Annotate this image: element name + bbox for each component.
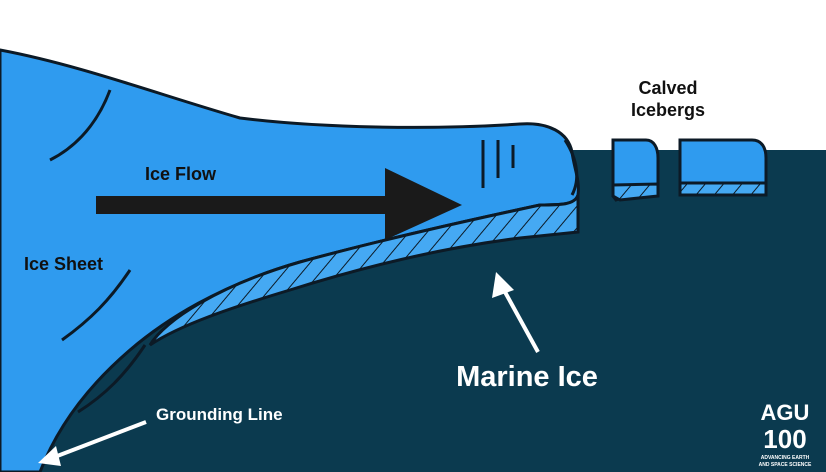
marine-ice-layer (148, 194, 580, 347)
calved-icebergs-label-line1: Calved (638, 78, 697, 98)
calved-icebergs-label-line2: Icebergs (631, 100, 705, 120)
ice-flow-arrow (96, 168, 462, 240)
iceberg-small (611, 138, 660, 202)
logo-tagline-2: AND SPACE SCIENCE (759, 462, 812, 468)
logo-tagline-1: ADVANCING EARTH (761, 455, 810, 461)
logo-agu-text: AGU (761, 400, 810, 425)
grounding-line-label: Grounding Line (156, 405, 283, 424)
ice-sheet-label: Ice Sheet (24, 254, 103, 274)
flow-line (77, 344, 147, 414)
grounding-line-pointer-arrow (38, 420, 147, 466)
flow-line (49, 89, 112, 162)
marine-ice-label: Marine Ice (456, 361, 598, 393)
agu-logo: AGU 100 ADVANCING EARTH AND SPACE SCIENC… (759, 400, 812, 468)
ice-flow-label: Ice Flow (145, 164, 217, 184)
flow-line (61, 269, 132, 342)
marine-ice-pointer-arrow (492, 272, 540, 353)
iceberg-large (678, 138, 768, 197)
logo-100-text: 100 (763, 424, 806, 454)
ice-front-edge (563, 139, 579, 196)
